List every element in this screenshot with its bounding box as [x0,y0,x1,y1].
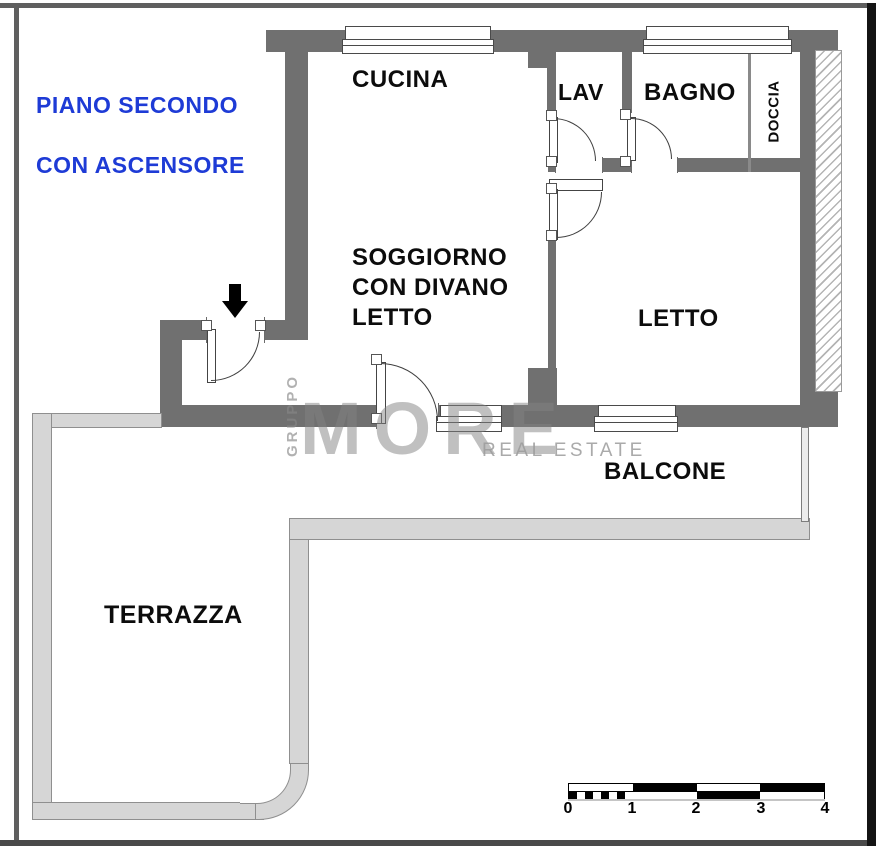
letto-window-sill [594,416,678,432]
room-label-doccia: DOCCIA [747,78,802,144]
frame-left-border [14,3,19,846]
scale-label-0: 0 [563,800,573,817]
scale-segment [569,784,633,791]
watermark-brand: MORE [300,387,570,470]
terrazza-railing-bottom [32,802,264,820]
wall-cucina-lav [547,50,556,120]
wall-lav-bagno [622,50,632,113]
room-label-cucina: CUCINA [352,66,449,93]
scale-segment [760,784,824,791]
entry-arrow-icon [222,284,248,318]
frame-top-border [0,3,876,8]
room-label-lav: LAV [558,79,604,105]
wall-soggiorno-letto-stub [528,368,557,407]
scale-bar [568,783,825,799]
scale-segment [696,792,761,799]
room-label-letto: LETTO [638,305,719,332]
door-hinge [620,109,631,120]
balcone-railing-right [801,427,809,522]
scale-segment [696,784,761,791]
door-hinge [620,156,631,167]
scale-label-4: 4 [820,800,830,817]
watermark-tagline: REAL ESTATE [482,440,646,461]
door-hinge [546,156,557,167]
door-hinge [546,183,557,194]
floor-title-line2: CON ASCENSORE [36,152,245,178]
balcone-railing-bottom [289,518,810,540]
room-label-balcone: BALCONE [604,458,727,485]
letto-door-swing-arc [556,192,602,238]
bagno-doorway-opening [631,157,678,173]
entry-door-swing-arc [211,332,260,381]
room-label-doccia-text: DOCCIA [766,79,784,143]
cucina-window [342,39,494,54]
door-hinge [255,320,266,331]
scale-label-2: 2 [691,800,701,817]
door-hinge [201,320,212,331]
door-hinge [546,230,557,241]
scale-segment [632,784,697,791]
wall-left-upper [285,30,308,322]
terrazza-railing-right [289,536,309,764]
frame-bottom-border [0,840,876,846]
watermark-gruppo-text: GRUPPO [284,373,302,457]
door-hinge [546,110,557,121]
soggiorno-window-sill [436,416,502,432]
wall-right-corner-block [800,387,838,427]
wall-right [800,50,815,427]
wall-doccia-partition [748,50,751,172]
door-hinge [371,354,382,365]
scale-segment [760,792,824,799]
bagno-window [643,39,792,54]
wall-soggiorno-letto [548,238,556,370]
room-label-bagno: BAGNO [644,79,736,106]
room-label-soggiorno: SOGGIORNO CON DIVANO LETTO [352,244,509,331]
frame-right-border [867,3,876,846]
bagno-door-swing-arc [631,118,672,159]
adjacent-building-hatch [815,50,842,392]
scale-label-1: 1 [627,800,637,817]
room-label-terrazza: TERRAZZA [104,601,243,629]
floor-title-line1: PIANO SECONDO [36,92,239,118]
floor-title: PIANO SECONDO CON ASCENSORE [36,60,245,210]
scale-label-3: 3 [756,800,766,817]
scale-segment-checker [569,792,633,799]
scale-segment [632,792,697,799]
lav-door-swing-arc [553,118,596,161]
door-hinge [371,413,382,424]
wall-left-lower [160,320,182,427]
terrazza-railing-left [32,413,52,820]
